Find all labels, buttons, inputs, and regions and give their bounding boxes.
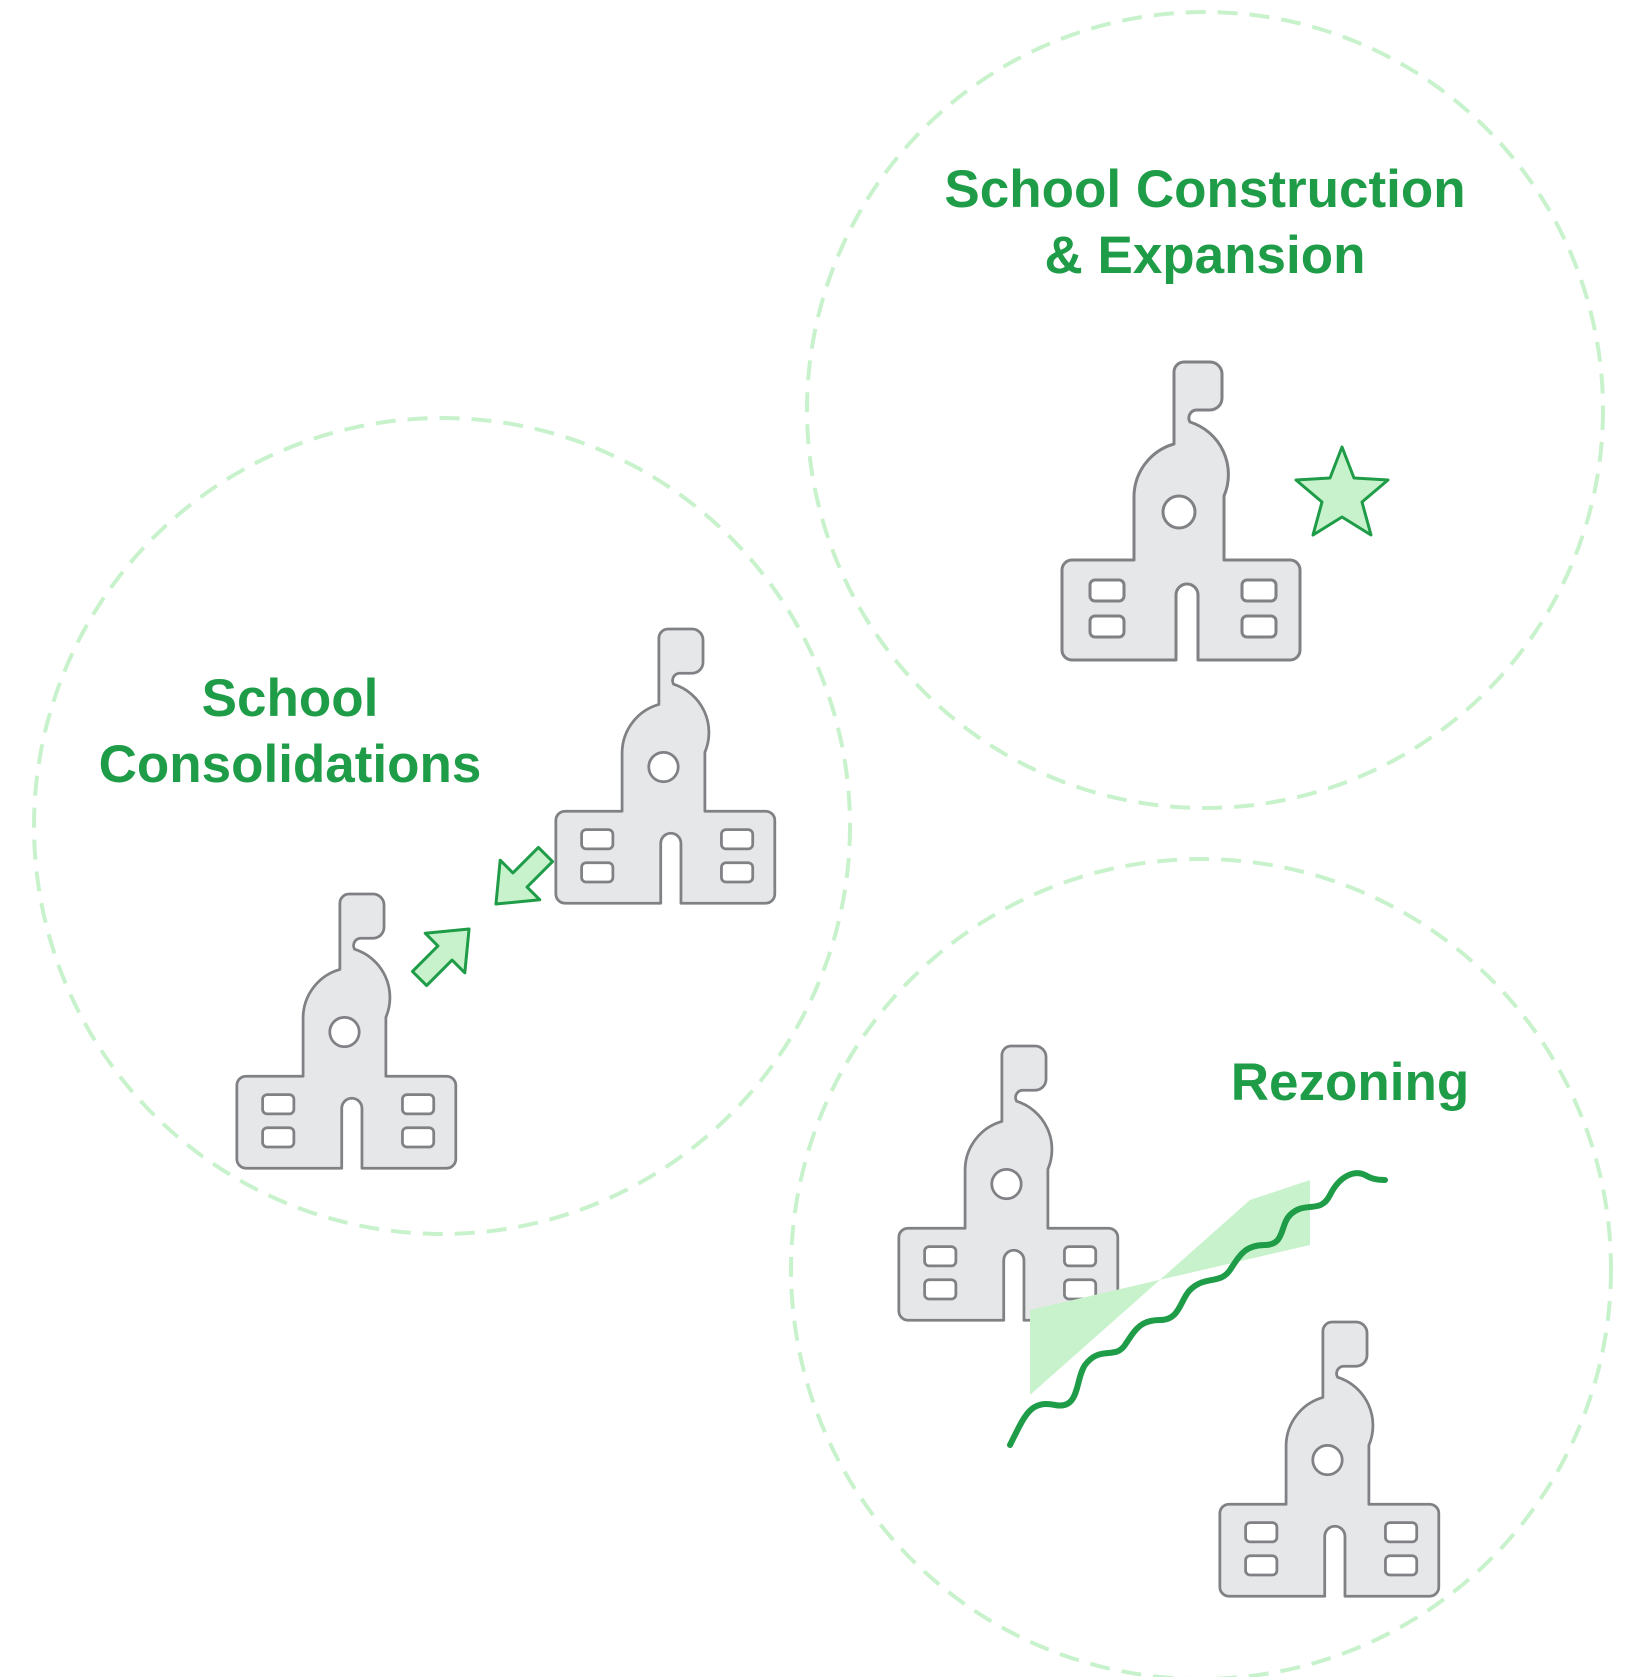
consolidations-title-line1: School	[201, 669, 379, 728]
school-building-icon	[554, 627, 777, 905]
consolidations-circle	[32, 416, 852, 1236]
arrow-inward-icon	[410, 927, 471, 988]
construction-circle	[805, 10, 1605, 810]
construction-title-line2: & Expansion	[1044, 226, 1366, 285]
rezoning-area	[1030, 1180, 1310, 1395]
arrow-inward-icon	[494, 845, 555, 906]
school-building-icon	[897, 1044, 1120, 1322]
consolidations-title: School Consolidations	[70, 666, 510, 798]
rezoning-title: Rezoning	[1200, 1050, 1500, 1116]
construction-title: School Construction & Expansion	[905, 157, 1505, 289]
school-building-icon	[1218, 1320, 1441, 1598]
construction-title-line1: School Construction	[944, 160, 1466, 219]
school-building-icon	[1060, 360, 1302, 662]
boundary-line-icon	[1007, 1170, 1388, 1448]
rezoning-title-text: Rezoning	[1230, 1053, 1470, 1112]
star-icon	[1294, 445, 1390, 537]
school-building-icon	[235, 892, 458, 1170]
consolidations-title-line2: Consolidations	[98, 735, 482, 794]
rezoning-circle	[789, 857, 1613, 1677]
